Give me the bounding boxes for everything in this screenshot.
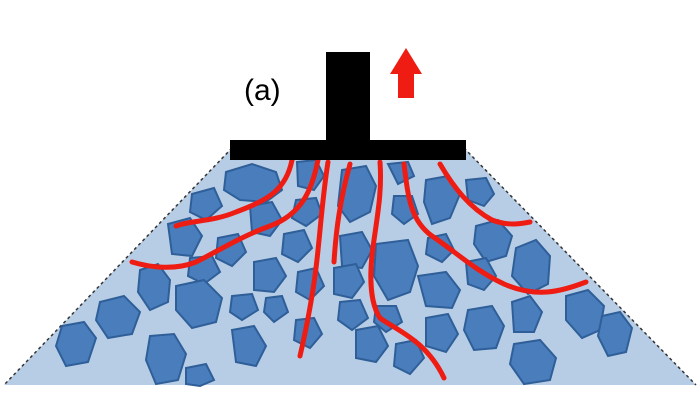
crack-line bbox=[331, 161, 353, 265]
anchor-plate bbox=[230, 140, 466, 160]
aggregate bbox=[228, 292, 260, 322]
aggregate bbox=[596, 310, 634, 358]
aggregate bbox=[136, 262, 172, 312]
aggregate bbox=[462, 304, 506, 352]
crack-line bbox=[129, 157, 321, 270]
aggregate bbox=[425, 312, 460, 354]
aggregate bbox=[333, 262, 366, 300]
crack-line bbox=[173, 157, 295, 229]
aggregate bbox=[355, 324, 390, 364]
crack-line bbox=[368, 159, 447, 381]
pull-arrow-icon bbox=[390, 48, 422, 98]
aggregate bbox=[253, 256, 288, 294]
aggregate bbox=[338, 230, 374, 270]
aggregates bbox=[54, 158, 634, 388]
aggregate bbox=[372, 238, 420, 302]
aggregate bbox=[188, 186, 224, 222]
crack-line bbox=[401, 161, 589, 295]
soil-wedge-left-edge bbox=[3, 147, 233, 386]
aggregate bbox=[280, 228, 314, 264]
aggregate bbox=[230, 324, 268, 368]
aggregate bbox=[144, 332, 188, 386]
aggregate bbox=[508, 338, 558, 386]
crack-line bbox=[297, 159, 331, 359]
aggregate bbox=[185, 362, 216, 388]
anchor-shaft bbox=[326, 52, 370, 152]
aggregate bbox=[262, 294, 290, 324]
aggregate bbox=[175, 278, 224, 330]
aggregate bbox=[510, 294, 544, 333]
aggregate bbox=[248, 200, 284, 238]
soil-wedge-right-edge bbox=[463, 147, 697, 386]
aggregate bbox=[94, 294, 142, 340]
aggregate bbox=[510, 238, 552, 296]
aggregate bbox=[336, 298, 370, 332]
aggregate bbox=[424, 232, 456, 264]
aggregate bbox=[464, 176, 496, 208]
panel-label: (a) bbox=[244, 74, 281, 107]
crack-line bbox=[437, 161, 533, 227]
aggregate bbox=[222, 162, 284, 204]
aggregate bbox=[54, 320, 98, 368]
cracks bbox=[129, 157, 589, 381]
aggregate bbox=[416, 270, 462, 310]
